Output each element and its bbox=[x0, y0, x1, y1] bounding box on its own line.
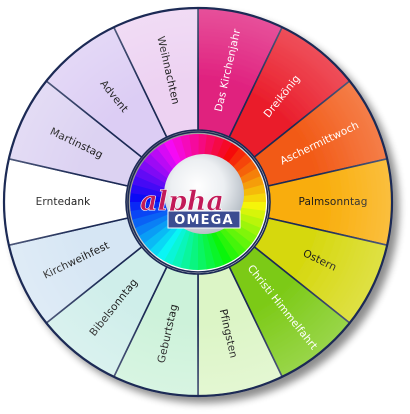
segment-label-erntedank: Erntedank bbox=[36, 196, 92, 208]
segment-label-palmsonntag: Palmsonntag bbox=[299, 196, 368, 208]
logo-omega-badge bbox=[167, 210, 241, 229]
logo-omega-text: OMEGA bbox=[174, 213, 234, 228]
alpha-omega-logo: alpha OMEGA bbox=[140, 186, 241, 229]
center-logo-hub: alpha OMEGA bbox=[127, 131, 269, 273]
